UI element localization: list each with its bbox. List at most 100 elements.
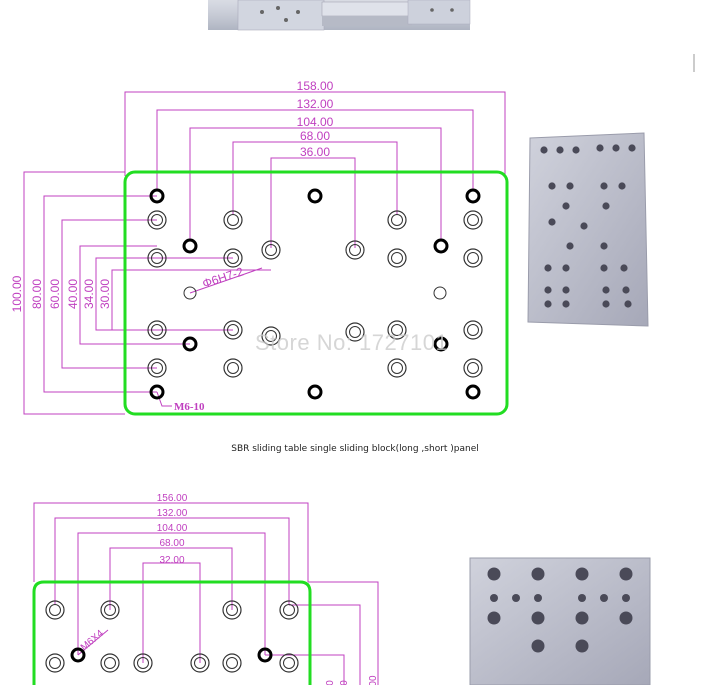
bolt-hole — [465, 384, 481, 400]
photo-counterbore — [575, 639, 589, 653]
plate-outline — [123, 170, 509, 416]
counterbore-hole — [45, 653, 65, 673]
bolt-hole — [182, 238, 198, 254]
photo-counterbore — [531, 611, 545, 625]
counterbore-hole — [279, 653, 299, 673]
counterbore-hole-inner — [151, 214, 163, 226]
counterbore-hole-inner — [151, 252, 163, 264]
bolt-hole — [307, 188, 323, 204]
photo-hole — [562, 286, 570, 294]
counterbore-hole — [387, 210, 407, 230]
photo-hole — [556, 146, 564, 154]
counterbore-hole — [222, 600, 242, 620]
photo-hole — [602, 286, 610, 294]
counterbore-hole — [147, 320, 167, 340]
photo-counterbore — [619, 567, 633, 581]
dowel-callout: Φ6H7-2 — [201, 264, 246, 290]
counterbore-hole-inner — [265, 330, 277, 342]
bolt-hole — [149, 188, 165, 204]
counterbore-hole — [147, 210, 167, 230]
long-panel-drawing: 158.00 132.00 104.00 68.00 36.00 100.00 … — [10, 79, 509, 416]
bolt-hole — [182, 336, 198, 352]
dim-68: 68.00 — [300, 129, 330, 143]
store-watermark: Store No: 1727101 — [255, 330, 449, 355]
photo-hole — [544, 286, 552, 294]
counterbore-hole-inner — [104, 657, 116, 669]
photo-hole — [602, 202, 610, 210]
counterbore-hole-inner — [151, 362, 163, 374]
photo-counterbore — [619, 611, 633, 625]
bolt-hole — [149, 384, 165, 400]
counterbore-hole-inner — [283, 604, 295, 616]
photo-hole — [490, 594, 498, 602]
photo-hole — [580, 222, 588, 230]
counterbore-hole-inner — [391, 252, 403, 264]
counterbore-hole-inner — [226, 657, 238, 669]
counterbore-hole-inner — [467, 324, 479, 336]
counterbore-hole — [100, 653, 120, 673]
counterbore-hole — [223, 248, 243, 268]
dim-partial-3: 00 — [368, 675, 379, 685]
counterbore-hole-inner — [265, 244, 277, 256]
counterbore-hole — [387, 248, 407, 268]
photo-hole — [618, 182, 626, 190]
counterbore-hole — [463, 248, 483, 268]
photo-hole — [628, 144, 636, 152]
bolt-hole — [257, 647, 273, 663]
counterbore-hole — [463, 210, 483, 230]
photo-hole — [562, 300, 570, 308]
dim-32-short: 32.00 — [159, 555, 184, 566]
counterbore-hole-inner — [49, 657, 61, 669]
figure-caption: SBR sliding table single sliding block(l… — [231, 444, 479, 454]
photo-counterbore — [575, 567, 589, 581]
photo-counterbore — [531, 567, 545, 581]
thread-callout: M6-10 — [174, 401, 205, 413]
photo-hole — [534, 594, 542, 602]
dim-34: 34.00 — [82, 279, 96, 309]
counterbore-hole — [147, 358, 167, 378]
photo-hole — [600, 594, 608, 602]
counterbore-hole — [100, 600, 120, 620]
counterbore-hole-inner — [151, 324, 163, 336]
photo-hole — [544, 300, 552, 308]
photo-hole — [622, 594, 630, 602]
bolt-hole — [433, 336, 449, 352]
dim-132: 132.00 — [297, 97, 334, 111]
counterbore-hole — [223, 358, 243, 378]
photo-hole — [548, 218, 556, 226]
counterbore-hole-inner — [391, 324, 403, 336]
counterbore-hole — [223, 320, 243, 340]
counterbore-hole — [279, 600, 299, 620]
dim-104: 104.00 — [297, 115, 334, 129]
photo-hole — [600, 264, 608, 272]
photo-hole — [548, 182, 556, 190]
photo-hole — [566, 182, 574, 190]
counterbore-hole-inner — [226, 604, 238, 616]
photo-hole — [600, 182, 608, 190]
counterbore-hole — [387, 320, 407, 340]
dim-156: 156.00 — [157, 493, 188, 504]
photo-hole — [622, 286, 630, 294]
dim-104-short: 104.00 — [157, 523, 188, 534]
counterbore-hole — [133, 653, 153, 673]
photo-counterbore — [531, 639, 545, 653]
photo-hole — [562, 202, 570, 210]
counterbore-hole-inner — [227, 214, 239, 226]
counterbore-hole — [223, 210, 243, 230]
short-panel-drawing: 156.00 132.00 104.00 68.00 32.00 M6X4 0 … — [32, 493, 379, 685]
bolt-hole — [70, 647, 86, 663]
dim-100: 100.00 — [10, 275, 24, 312]
bolt-hole — [307, 384, 323, 400]
sliding-table-top-photo — [208, 0, 471, 31]
dim-80: 80.00 — [30, 279, 44, 309]
plate-outline-short — [32, 580, 312, 685]
photo-hole — [578, 594, 586, 602]
photo-hole — [540, 146, 548, 154]
counterbore-hole-inner — [194, 657, 206, 669]
counterbore-hole — [463, 358, 483, 378]
dim-partial-2: 0 — [339, 680, 350, 685]
dim-132-short: 132.00 — [157, 508, 188, 519]
photo-hole — [562, 264, 570, 272]
counterbore-hole-inner — [391, 214, 403, 226]
photo-hole — [602, 300, 610, 308]
